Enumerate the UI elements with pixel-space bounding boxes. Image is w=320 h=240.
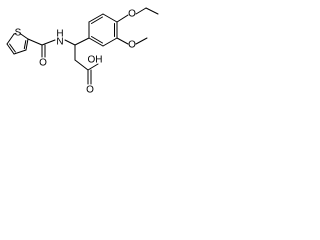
amide-nh-n-label: N	[56, 37, 63, 48]
amide-oxygen-label: O	[39, 58, 47, 69]
amide-bonds	[27, 38, 76, 58]
methoxy-bonds	[116, 37, 148, 45]
benzene-ring	[88, 13, 118, 47]
acid-hydroxyl-label: OH	[88, 55, 103, 66]
side-chain-bonds	[74, 37, 99, 85]
amide-nh-h-label: H	[56, 29, 63, 40]
ethoxy-oxygen-label: O	[128, 9, 136, 20]
methoxy-oxygen-label: O	[128, 40, 136, 51]
chemical-structure: S O H N OH O O	[6, 7, 159, 96]
thiophene-ring	[6, 32, 29, 55]
ethoxy-bonds	[116, 7, 159, 23]
acid-carbonyl-oxygen-label: O	[86, 85, 94, 96]
sulfur-label: S	[15, 28, 22, 39]
